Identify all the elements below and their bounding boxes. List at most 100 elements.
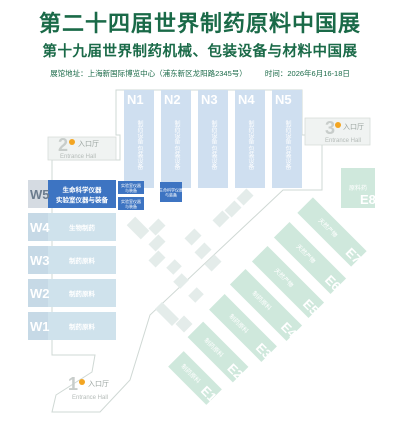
hall-e1-block: [168, 351, 222, 405]
hall-e3-block: [209, 294, 277, 362]
hall-w5-zone-2: 实验室仪器与装备: [56, 195, 109, 204]
inner-booth: [154, 301, 180, 327]
hall-n4[interactable]: N4 制药设备 包装设备: [235, 90, 265, 188]
highlight-booth[interactable]: 实验室仪器与装备: [118, 197, 144, 210]
hall-w2-label: W2: [30, 286, 50, 301]
entrance-3-marker: [335, 122, 341, 128]
inner-booth: [236, 188, 254, 206]
entrance-2-area: [47, 136, 117, 161]
hall-n3-block: [198, 90, 228, 188]
highlight-booth-label: 实验室仪器: [121, 182, 141, 188]
entrance-3[interactable]: 3 入口厅 Entrance Hall: [325, 118, 364, 144]
hall-n1[interactable]: N1 制药设备 包装设备: [124, 90, 154, 188]
entrance-2[interactable]: 2 入口厅 Entrance Hall: [58, 135, 99, 160]
highlight-booth-label: 生命科学仪器: [159, 187, 183, 193]
hall-w4-tab: [28, 213, 48, 241]
hall-n3-zone: 制药设备 包装设备: [210, 119, 217, 171]
hall-n1-block: [124, 90, 154, 188]
hall-n5-zone: 制药设备 包装设备: [284, 119, 291, 171]
hall-n5-label: N5: [275, 92, 292, 107]
entrance-3-en: Entrance Hall: [325, 138, 361, 144]
inner-blocks: [126, 188, 254, 333]
hall-e7-block: [297, 197, 367, 267]
hall-n4-zone: 制药设备 包装设备: [247, 119, 254, 171]
inner-booth: [194, 242, 212, 260]
entrance-1-en: Entrance Hall: [72, 395, 108, 401]
hall-e2-block: [187, 321, 249, 383]
hall-n3[interactable]: N3 制药设备 包装设备: [198, 90, 228, 188]
entrance-2-en: Entrance Hall: [60, 154, 96, 160]
event-time: 时间：2026年6月16-18日: [264, 69, 350, 78]
hall-w5-zone: 生命科学仪器: [63, 185, 103, 194]
hall-e6-block: [273, 221, 347, 295]
hall-w2-tab: [28, 279, 48, 307]
hall-n2[interactable]: N2 制药设备 包装设备: [161, 90, 191, 188]
hall-n5[interactable]: N5 制药设备 包装设备: [272, 90, 302, 188]
page-subtitle: 第十九届世界制药机械、包装设备与材料中国展: [42, 44, 358, 60]
entrance-2-number: 2: [58, 135, 68, 155]
entrance-3-number: 3: [325, 118, 335, 138]
hall-n4-label: N4: [238, 92, 255, 107]
hall-w3-zone: 制药原料: [69, 256, 96, 265]
north-halls: N1 制药设备 包装设备 N2 制药设备 包装设备 N3 制药设备 包装设备 N4 制药设备 …: [124, 90, 302, 188]
hall-w1-tab: [28, 312, 48, 340]
highlight-booth-label-2: 与装备: [125, 187, 137, 193]
hall-w4-zone: 生物制药: [69, 223, 96, 232]
entrance-1[interactable]: 1 入口厅 Entrance Hall: [68, 374, 109, 401]
hall-n4-block: [235, 90, 265, 188]
inner-booth: [148, 218, 166, 236]
hall-w5-tab: [28, 180, 48, 208]
hall-n1-label: N1: [127, 92, 144, 107]
hall-w1[interactable]: W1 制药原料: [28, 312, 116, 340]
hall-n2-zone: 制药设备 包装设备: [173, 119, 180, 171]
entrance-2-marker: [69, 139, 75, 145]
hall-w3[interactable]: W3 制药原料: [28, 246, 116, 274]
hall-e8-zone: 原料药: [349, 184, 367, 192]
inner-booth: [148, 250, 166, 268]
hall-n1-zone: 制药设备 包装设备: [136, 119, 143, 171]
highlight-booth[interactable]: 实验室仪器与装备: [118, 181, 144, 194]
hall-e8-block: [341, 168, 375, 208]
hall-n2-label: N2: [164, 92, 181, 107]
hall-w3-label: W3: [30, 253, 50, 268]
hall-w1-label: W1: [30, 319, 50, 334]
inner-booth: [184, 228, 202, 246]
entrance-1-label: 入口厅: [88, 380, 109, 388]
highlight-booth-block: [160, 182, 182, 202]
entrance-1-number: 1: [68, 374, 78, 394]
inner-booth: [173, 273, 189, 289]
hall-n5-block: [272, 90, 302, 188]
inner-booth: [126, 216, 150, 240]
hall-e5-block: [251, 245, 325, 319]
hall-n3-label: N3: [201, 92, 218, 107]
highlight-booth-block: [118, 197, 144, 210]
entrance-3-label: 入口厅: [343, 123, 364, 131]
entrance-1-marker: [79, 379, 85, 385]
hall-w2[interactable]: W2 制药原料: [28, 279, 116, 307]
highlight-booth-block: [118, 181, 144, 194]
highlight-booth-label: 实验室仪器: [121, 198, 141, 204]
highlight-booth-label-2: 与装备: [125, 203, 137, 209]
hall-w5-label: W5: [30, 187, 50, 202]
hall-e8-label: E8: [360, 192, 376, 207]
hall-w1-zone: 制药原料: [69, 322, 96, 331]
inner-booth: [188, 287, 204, 303]
hall-w2-zone: 制药原料: [69, 289, 96, 298]
page-title: 第二十四届世界制药原料中国展: [38, 11, 361, 36]
inner-booth: [175, 315, 193, 333]
event-info: 展馆地址：上海新国际博览中心（浦东新区龙阳路2345号） 时间：2026年6月1…: [0, 68, 400, 79]
hall-n2-block: [161, 90, 191, 188]
